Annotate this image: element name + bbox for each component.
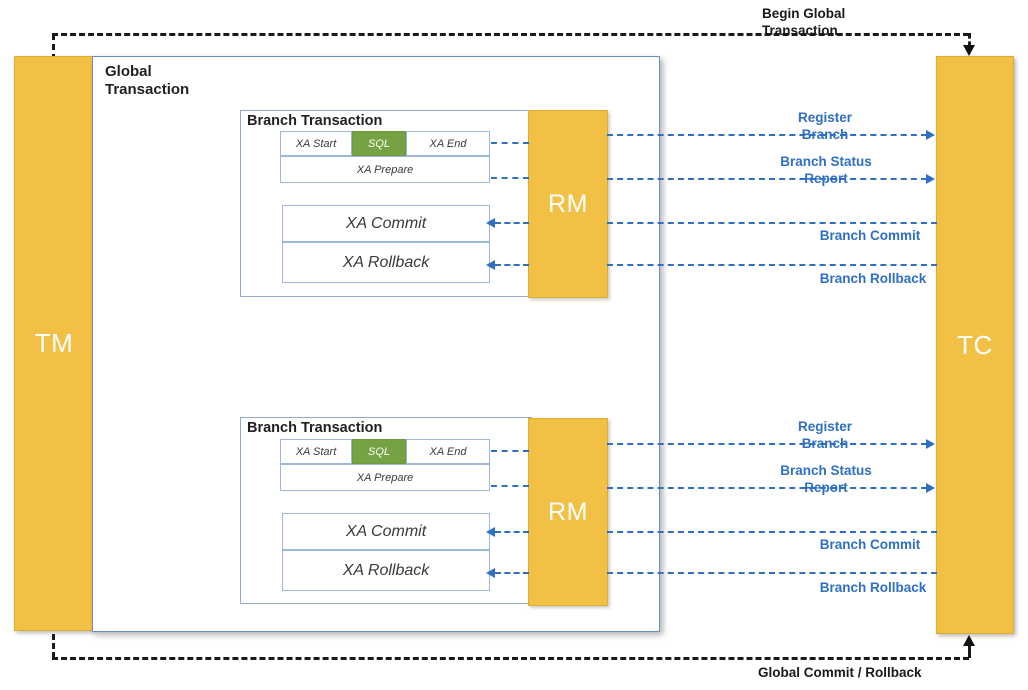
xa-prepare-to-rm-line-1 xyxy=(491,177,529,179)
global-transaction-label: Global Transaction xyxy=(105,63,190,99)
begin-flow-vertical-to-tc xyxy=(968,33,971,47)
xa-end-cell-1[interactable]: XA End xyxy=(406,131,490,156)
begin-flow-arrowhead-icon xyxy=(963,45,975,56)
finish-flow-horizontal xyxy=(52,657,969,660)
branch-status-report-label-2: Branch Status Report xyxy=(780,463,872,495)
resource-manager-label-2: RM xyxy=(548,497,588,526)
register-branch-label-1: Register Branch xyxy=(797,110,853,142)
finish-flow-vertical-from-tm xyxy=(52,634,55,658)
global-commit-rollback-label: Global Commit / Rollback xyxy=(758,665,922,680)
transaction-manager-label: TM xyxy=(34,328,74,358)
sql-cell-2[interactable]: SQL xyxy=(352,439,406,464)
sql-cell-1[interactable]: SQL xyxy=(352,131,406,156)
xa-start-to-rm-line-1 xyxy=(491,142,529,144)
branch-status-report-line-2 xyxy=(607,487,927,489)
branch-status-report-arrowhead-icon-1 xyxy=(926,174,935,184)
xa-prepare-to-rm-line-2 xyxy=(491,485,529,487)
begin-global-transaction-label: Begin Global Transaction xyxy=(762,6,846,38)
branch-rollback-line-2 xyxy=(607,572,937,574)
register-branch-arrowhead-icon-2 xyxy=(926,439,935,449)
resource-manager-pillar-2[interactable]: RM xyxy=(528,418,608,606)
register-branch-line-1 xyxy=(607,134,927,136)
resource-manager-pillar-1[interactable]: RM xyxy=(528,110,608,298)
xa-prepare-cell-2[interactable]: XA Prepare xyxy=(280,464,490,491)
xa-start-cell-1[interactable]: XA Start xyxy=(280,131,352,156)
register-branch-arrowhead-icon-1 xyxy=(926,130,935,140)
transaction-coordinator-pillar[interactable]: TC xyxy=(936,56,1014,634)
transaction-coordinator-label: TC xyxy=(957,329,993,360)
xa-start-to-rm-line-2 xyxy=(491,450,529,452)
xa-rollback-cell-2[interactable]: XA Rollback xyxy=(282,550,490,591)
xa-commit-cell-1[interactable]: XA Commit xyxy=(282,205,490,242)
branch-rollback-line-1 xyxy=(607,264,937,266)
resource-manager-label-1: RM xyxy=(548,189,588,218)
rm-to-xa-rollback-arrowhead-icon-1 xyxy=(486,260,495,270)
branch-transaction-title-1: Branch Transaction xyxy=(247,113,383,129)
rm-to-xa-rollback-arrowhead-icon-2 xyxy=(486,568,495,578)
branch-transaction-title-2: Branch Transaction xyxy=(247,420,383,436)
xa-commit-cell-2[interactable]: XA Commit xyxy=(282,513,490,550)
xa-prepare-cell-1[interactable]: XA Prepare xyxy=(280,156,490,183)
xa-rollback-cell-1[interactable]: XA Rollback xyxy=(282,242,490,283)
rm-to-xa-commit-line-2 xyxy=(495,531,529,533)
branch-commit-label-1: Branch Commit xyxy=(819,228,921,243)
finish-flow-vertical-to-tc xyxy=(968,646,971,658)
branch-status-report-arrowhead-icon-2 xyxy=(926,483,935,493)
branch-commit-line-2 xyxy=(607,531,937,533)
branch-rollback-label-1: Branch Rollback xyxy=(819,271,927,286)
xa-start-cell-2[interactable]: XA Start xyxy=(280,439,352,464)
transaction-manager-pillar[interactable]: TM xyxy=(14,56,94,631)
finish-flow-arrowhead-icon xyxy=(963,635,975,646)
xa-end-cell-2[interactable]: XA End xyxy=(406,439,490,464)
begin-flow-horizontal xyxy=(52,33,969,36)
register-branch-line-2 xyxy=(607,443,927,445)
branch-commit-line-1 xyxy=(607,222,937,224)
register-branch-label-2: Register Branch xyxy=(797,419,853,451)
branch-commit-label-2: Branch Commit xyxy=(819,537,921,552)
begin-flow-vertical-from-tm xyxy=(52,34,55,60)
rm-to-xa-commit-arrowhead-icon-1 xyxy=(486,218,495,228)
rm-to-xa-commit-arrowhead-icon-2 xyxy=(486,527,495,537)
branch-rollback-label-2: Branch Rollback xyxy=(819,580,927,595)
branch-status-report-label-1: Branch Status Report xyxy=(780,154,872,186)
rm-to-xa-rollback-line-2 xyxy=(495,572,529,574)
branch-status-report-line-1 xyxy=(607,178,927,180)
rm-to-xa-rollback-line-1 xyxy=(495,264,529,266)
rm-to-xa-commit-line-1 xyxy=(495,222,529,224)
